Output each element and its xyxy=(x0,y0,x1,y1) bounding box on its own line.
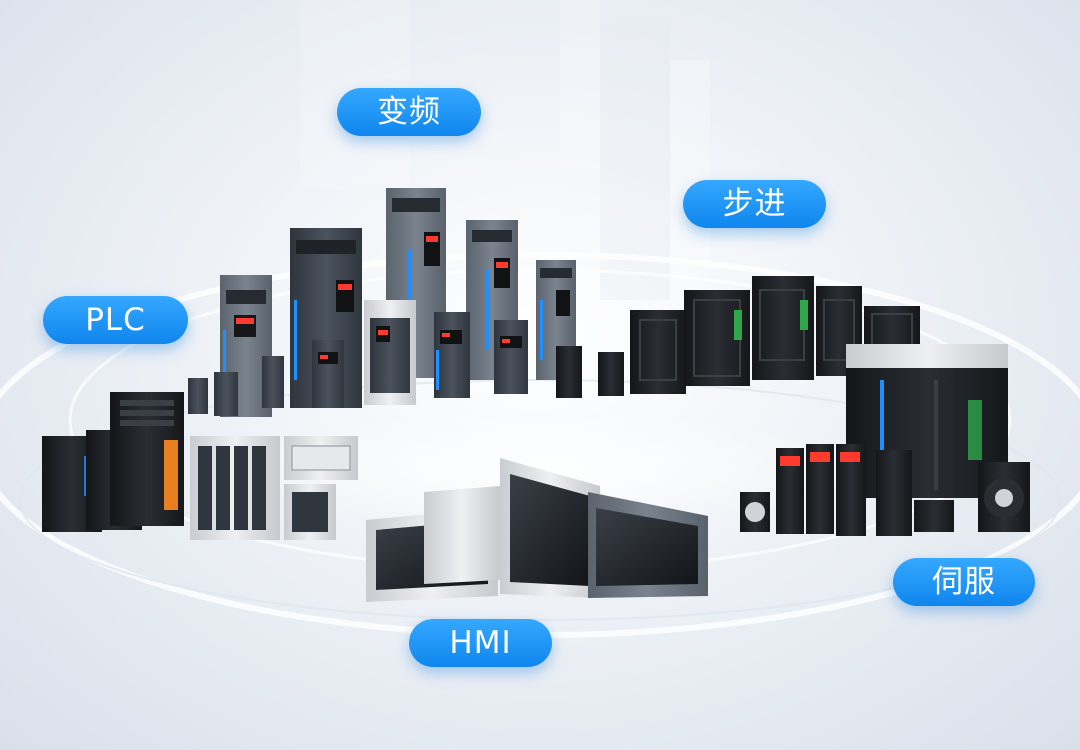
category-label-plc[interactable]: PLC xyxy=(43,296,188,344)
stepper-driver xyxy=(684,290,750,386)
servo-motor xyxy=(740,462,1030,532)
inverter-drive xyxy=(290,228,362,408)
inverter-drives-group xyxy=(188,188,624,417)
servo-rack xyxy=(846,344,1008,498)
category-label-hmi[interactable]: HMI xyxy=(409,619,552,667)
hmi-touch-panel xyxy=(500,458,600,598)
inverter-drive-small xyxy=(434,312,470,398)
hmi-panels-group xyxy=(366,458,708,602)
inverter-drive-small xyxy=(364,300,416,405)
plc-controller xyxy=(110,392,184,526)
plc-modules-group xyxy=(42,392,358,540)
stepper-driver xyxy=(630,310,686,394)
inverter-drive-mini xyxy=(188,346,624,416)
category-label-stepper[interactable]: 步进 xyxy=(683,180,826,228)
plc-io-modules xyxy=(190,436,358,540)
servo-group xyxy=(740,344,1030,536)
inverter-drive-small xyxy=(312,340,344,408)
stepper-drivers-group xyxy=(630,276,920,394)
servo-drive xyxy=(776,444,912,536)
category-label-servo[interactable]: 伺服 xyxy=(893,558,1035,606)
stepper-driver xyxy=(752,276,814,380)
background-panels xyxy=(300,0,710,300)
category-label-inverter[interactable]: 变频 xyxy=(337,88,481,136)
hmi-touch-panel xyxy=(588,492,708,598)
inverter-drive-small xyxy=(494,320,528,394)
hmi-touch-panel xyxy=(424,486,500,584)
